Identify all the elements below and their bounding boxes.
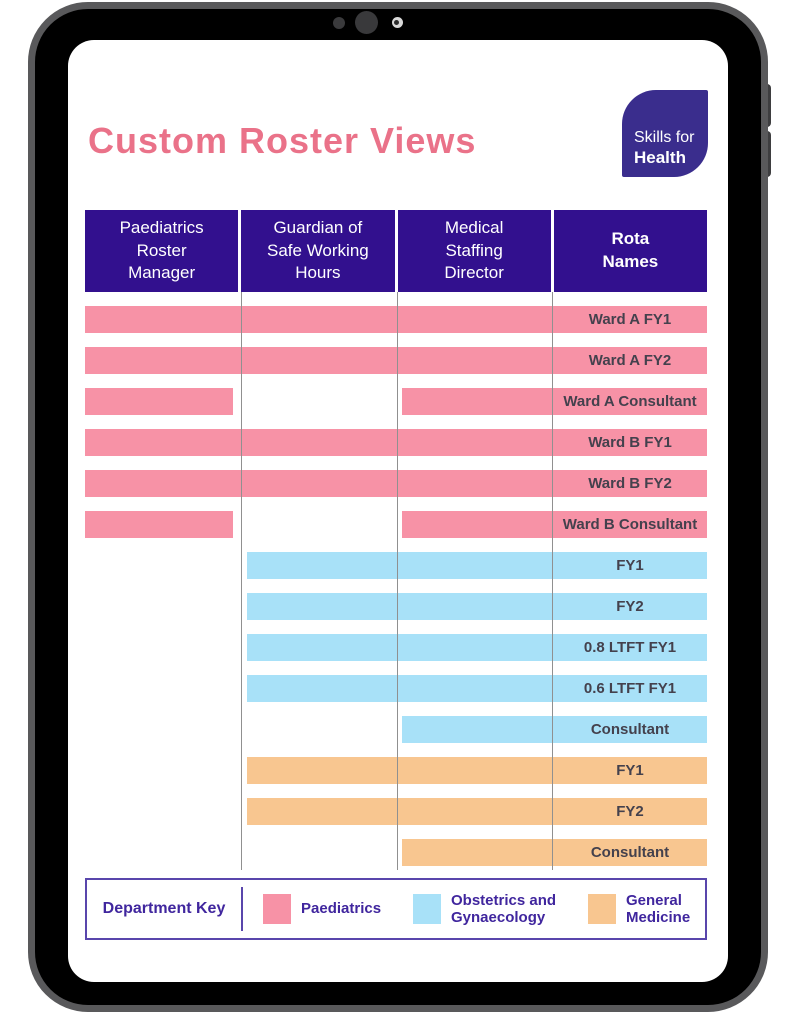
legend-title: Department Key xyxy=(102,900,226,917)
rota-name-label: Ward A FY2 xyxy=(588,352,672,369)
rota-name-label: FY2 xyxy=(616,598,644,615)
table-row: 0.8 LTFT FY1 xyxy=(68,634,728,661)
light-sensor-icon xyxy=(392,17,403,28)
legend-label: General Medicine xyxy=(626,891,691,926)
column-header-medical-staffing-director: Medical Staffing Director xyxy=(397,210,551,292)
roster-access-bar xyxy=(85,347,707,374)
roster-access-bar xyxy=(247,593,707,620)
table-row: Ward B FY2 xyxy=(68,470,728,497)
table-row: Ward B Consultant xyxy=(68,511,728,538)
front-camera-icon xyxy=(355,11,378,34)
roster-access-bar xyxy=(247,552,707,579)
rota-name-label: Ward A Consultant xyxy=(563,393,697,410)
rota-name-label: Ward B FY2 xyxy=(588,475,672,492)
column-divider xyxy=(552,292,553,870)
table-row: FY1 xyxy=(68,552,728,579)
legend-swatch-icon xyxy=(263,894,291,924)
legend-swatch-icon xyxy=(413,894,441,924)
rota-name-label: Consultant xyxy=(590,721,670,738)
column-header-guardian-of-safe-working-hours: Guardian of Safe Working Hours xyxy=(241,210,395,292)
skills-for-health-logo: Skills for Health xyxy=(622,90,708,177)
table-row: FY2 xyxy=(68,593,728,620)
rota-name-label: Ward A FY1 xyxy=(588,311,672,328)
rota-name-label: FY1 xyxy=(616,762,644,779)
legend-swatch-icon xyxy=(588,894,616,924)
legend-item-general_medicine: General Medicine xyxy=(588,880,690,938)
roster-access-bar xyxy=(247,757,707,784)
roster-access-bar xyxy=(247,798,707,825)
roster-access-bar xyxy=(402,716,707,743)
rota-name-label: Consultant xyxy=(590,844,670,861)
logo-text-line2: Health xyxy=(634,147,686,167)
rota-name-label: Ward B FY1 xyxy=(588,434,672,451)
roster-access-bar xyxy=(402,388,707,415)
page-title: Custom Roster Views xyxy=(88,120,477,161)
logo-text-line1: Skills for xyxy=(634,129,695,147)
rota-name-label: FY2 xyxy=(616,803,644,820)
table-row: Ward B FY1 xyxy=(68,429,728,456)
table-row: FY1 xyxy=(68,757,728,784)
camera-dot-icon xyxy=(333,17,345,29)
roster-access-bar xyxy=(402,839,707,866)
roster-access-bar xyxy=(247,634,707,661)
column-divider xyxy=(241,292,242,870)
table-row: FY2 xyxy=(68,798,728,825)
logo-text: Skills for Health xyxy=(634,129,694,168)
roster-access-bar xyxy=(85,470,707,497)
column-header-paediatrics-roster-manager: Paediatrics Roster Manager xyxy=(85,210,239,292)
rota-name-label: FY1 xyxy=(616,557,644,574)
department-key-legend: Department Key Paediatrics Obstetrics and… xyxy=(85,878,707,940)
legend-label: Obstetrics and Gynaecology xyxy=(451,891,557,926)
roster-access-bar xyxy=(85,306,707,333)
table-row: Ward A Consultant xyxy=(68,388,728,415)
legend-item-obstetrics_gynaecology: Obstetrics and Gynaecology xyxy=(413,880,556,938)
screen: Custom Roster Views Skills for Health Pa… xyxy=(68,40,728,982)
roster-access-bar xyxy=(402,511,707,538)
rota-name-label: 0.8 LTFT FY1 xyxy=(583,639,677,656)
legend-divider xyxy=(241,887,243,931)
roster-access-bar xyxy=(247,675,707,702)
table-row: Consultant xyxy=(68,839,728,866)
table-row: Consultant xyxy=(68,716,728,743)
table-row: Ward A FY2 xyxy=(68,347,728,374)
table-row: Ward A FY1 xyxy=(68,306,728,333)
column-divider xyxy=(397,292,398,870)
legend-label: Paediatrics xyxy=(301,900,382,918)
roster-access-bar xyxy=(85,511,233,538)
roster-access-bar xyxy=(85,388,233,415)
roster-access-bar xyxy=(85,429,707,456)
rota-name-label: 0.6 LTFT FY1 xyxy=(583,680,677,697)
rota-name-label: Ward B Consultant xyxy=(562,516,698,533)
legend-item-paediatrics: Paediatrics xyxy=(263,880,381,938)
table-row: 0.6 LTFT FY1 xyxy=(68,675,728,702)
column-header-rota-names: Rota Names xyxy=(553,210,707,292)
